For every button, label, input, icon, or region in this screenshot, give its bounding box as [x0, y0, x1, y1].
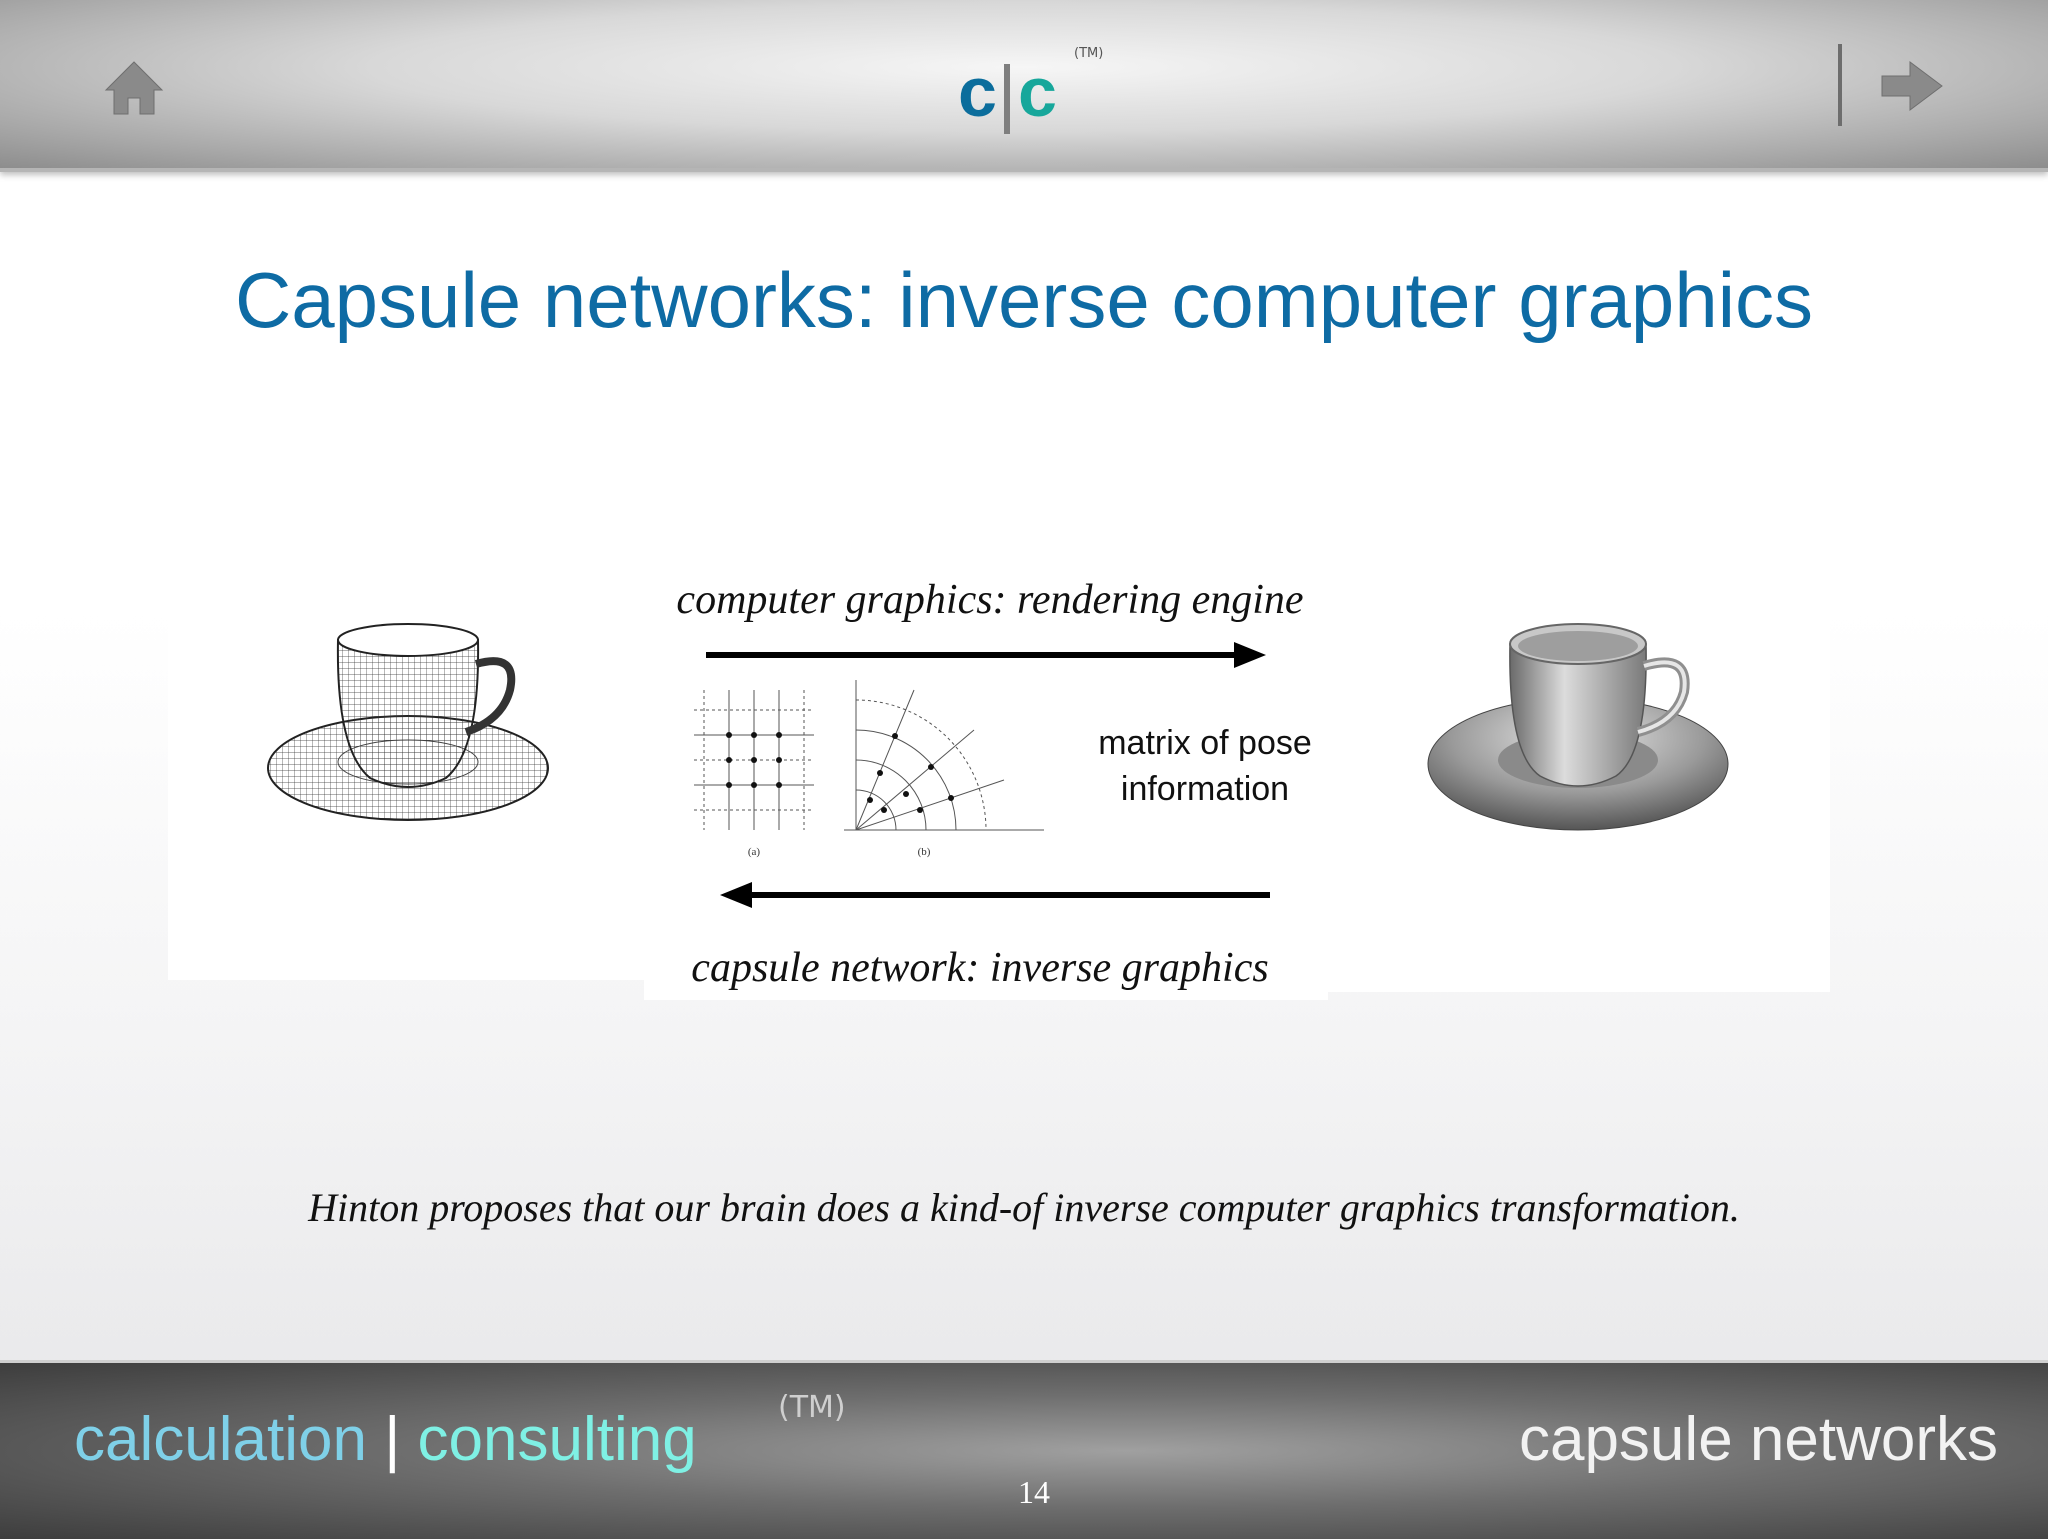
header-divider [1838, 44, 1842, 126]
footer-bar [0, 1360, 2048, 1539]
footer-brand: calculation | consulting [74, 1400, 697, 1480]
page-number: 14 [1018, 1474, 1050, 1510]
rendered-cup-image [1427, 623, 1729, 831]
arrow-right-icon [706, 642, 1266, 668]
coordinate-grid-diagram: (a) (b) [694, 680, 1044, 858]
pose-matrix-label-line1: matrix of pose [1098, 724, 1312, 762]
footer-topic: capsule networks [1518, 1405, 1998, 1474]
logo: c c [958, 52, 1088, 142]
footer-brand-separator: | [384, 1405, 401, 1474]
diagram-label-b: (b) [918, 846, 931, 858]
inverse-graphics-label: capsule network: inverse graphics [691, 945, 1269, 991]
header-bar [0, 0, 2048, 172]
wireframe-cup-image [267, 623, 549, 821]
home-icon[interactable] [104, 60, 164, 116]
slide-title: Capsule networks: inverse computer graph… [234, 256, 1814, 344]
center-image-panel [644, 560, 1328, 1000]
footer-brand-calculation: calculation [74, 1405, 367, 1474]
footer-trademark: (TM) [778, 1390, 846, 1425]
arrow-right-icon[interactable] [1880, 58, 1944, 114]
rendering-engine-label: computer graphics: rendering engine [676, 577, 1304, 623]
logo-divider [1004, 64, 1010, 134]
logo-right-letter: c [1018, 53, 1057, 131]
pose-matrix-label: matrix of pose information [1080, 720, 1330, 812]
pose-matrix-label-line2: information [1120, 770, 1290, 808]
footer-brand-consulting: consulting [417, 1405, 697, 1474]
slide-caption: Hinton proposes that our brain does a ki… [308, 1185, 1740, 1230]
logo-trademark: (TM) [1074, 46, 1104, 61]
diagram-label-a: (a) [748, 846, 761, 858]
logo-left-letter: c [958, 53, 997, 131]
arrow-left-icon [720, 882, 1270, 908]
